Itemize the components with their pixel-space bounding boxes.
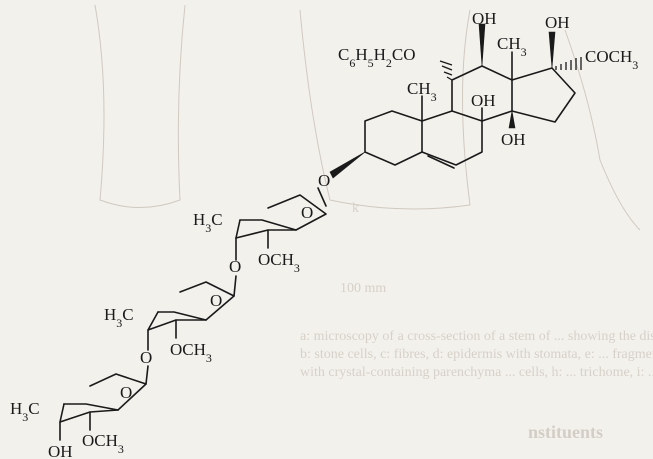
sugar2-methyl-label: H3C — [104, 305, 134, 330]
oh-label-c8: OH — [471, 91, 496, 110]
double-bond-c5-c6 — [427, 155, 455, 169]
benzyloxy-hash-c11 — [439, 60, 453, 81]
oh-wedge-c17 — [548, 31, 556, 69]
sugar3-anomeric-link — [145, 365, 149, 385]
oh-label-c12: OH — [472, 9, 497, 28]
sugar3-ring-o-label: O — [120, 383, 132, 402]
glycoside-wedge-c3 — [329, 151, 366, 179]
sugar3-och3-label: OCH3 — [82, 431, 124, 456]
background-caption-line-3: with crystal-containing parenchyma ... c… — [300, 365, 653, 380]
ring-d — [511, 67, 576, 123]
sugar1-ring-o-label: O — [301, 203, 313, 222]
oh-wedge-c14 — [508, 110, 516, 129]
sugar1-ring-c4 — [235, 219, 241, 239]
background-bleed-through: a: microscopy of a cross-section of a st… — [94, 4, 653, 442]
sugar1-och3-label: OCH3 — [258, 250, 300, 275]
sugar1-ring-upper — [239, 194, 327, 231]
background-label-k: k — [352, 201, 359, 216]
ring-b — [421, 110, 483, 166]
sugar2-link-o-label: O — [140, 348, 152, 367]
sugar-unit-3: H3C O OCH3 OH — [10, 365, 149, 459]
acetyl-label: COCH3 — [585, 47, 638, 72]
sugar1-methyl-label: H3C — [193, 210, 223, 235]
sugar1-anomeric-bond — [317, 187, 327, 207]
sugar2-ring-upper — [157, 281, 235, 321]
sugar3-ring-upper — [63, 373, 147, 411]
sugar1-ring-lower — [235, 229, 297, 239]
oh-label-c14: OH — [501, 130, 526, 149]
oh-label-c17: OH — [545, 13, 570, 32]
steroid-nucleus — [329, 23, 582, 179]
sugar2-ring-o-label: O — [210, 291, 222, 310]
sugar2-anomeric-link — [233, 275, 237, 297]
sugar3-ring-lower — [59, 403, 119, 423]
sugar3-oh-label: OH — [48, 442, 73, 459]
benzyloxy-label: C6H5H2CO — [338, 45, 416, 70]
steroid-labels: C6H5H2CO OH OH CH3 COCH3 CH3 OH OH O — [318, 9, 638, 190]
sugar2-och3-label: OCH3 — [170, 340, 212, 365]
oh-wedge-c12 — [478, 23, 486, 67]
sugar1-link-o-label: O — [229, 257, 241, 276]
acetyl-hash-c17 — [555, 57, 582, 70]
background-heading: nstituents — [528, 422, 603, 442]
background-scale: 100 mm — [340, 281, 386, 296]
glycosidic-o-label: O — [318, 171, 330, 190]
sugar2-ring-lower — [147, 311, 207, 331]
sugar3-methyl-label: H3C — [10, 399, 40, 424]
ring-a — [364, 110, 423, 166]
background-caption-line-1: a: microscopy of a cross-section of a st… — [300, 329, 653, 344]
ring-c — [451, 65, 513, 122]
sugar-unit-2: H3C O OCH3 O — [104, 275, 237, 367]
sugar-unit-1: H3C O OCH3 O — [193, 187, 327, 276]
background-caption-line-2: b: stone cells, c: fibres, d: epidermis … — [300, 347, 653, 362]
